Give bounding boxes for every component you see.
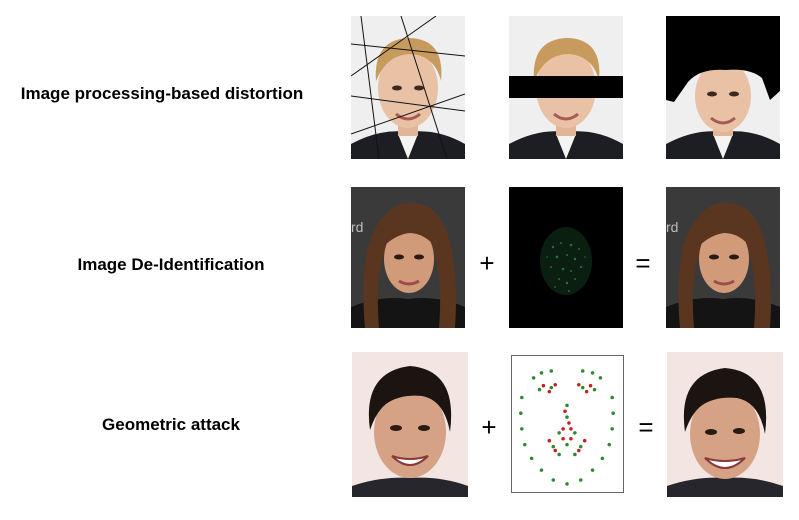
row-label-distortion: Image processing-based distortion bbox=[20, 84, 304, 103]
plus-operator: + bbox=[479, 248, 495, 278]
noise-perturbation-image bbox=[509, 187, 623, 328]
row-label-de-identification: Image De-Identification bbox=[77, 255, 265, 274]
equals-operator: = bbox=[635, 248, 651, 278]
svg-text:rd: rd bbox=[666, 219, 678, 235]
face-image-original-woman: rd bbox=[351, 187, 465, 328]
row-label-geometric-attack: Geometric attack bbox=[102, 415, 240, 434]
facial-landmark-displacement-map bbox=[511, 355, 624, 493]
face-image-eye-bar-mask bbox=[509, 16, 623, 159]
face-image-distorted-lines bbox=[351, 16, 465, 159]
face-image-original-man bbox=[352, 352, 468, 497]
plus-operator-geometric: + bbox=[481, 412, 497, 442]
equals-operator-geometric: = bbox=[638, 412, 654, 442]
face-image-hair-mask bbox=[666, 16, 780, 159]
face-image-geometrically-attacked-man bbox=[667, 352, 783, 497]
face-image-deidentified-woman: rd bbox=[666, 187, 780, 328]
svg-text:rd: rd bbox=[351, 219, 363, 235]
